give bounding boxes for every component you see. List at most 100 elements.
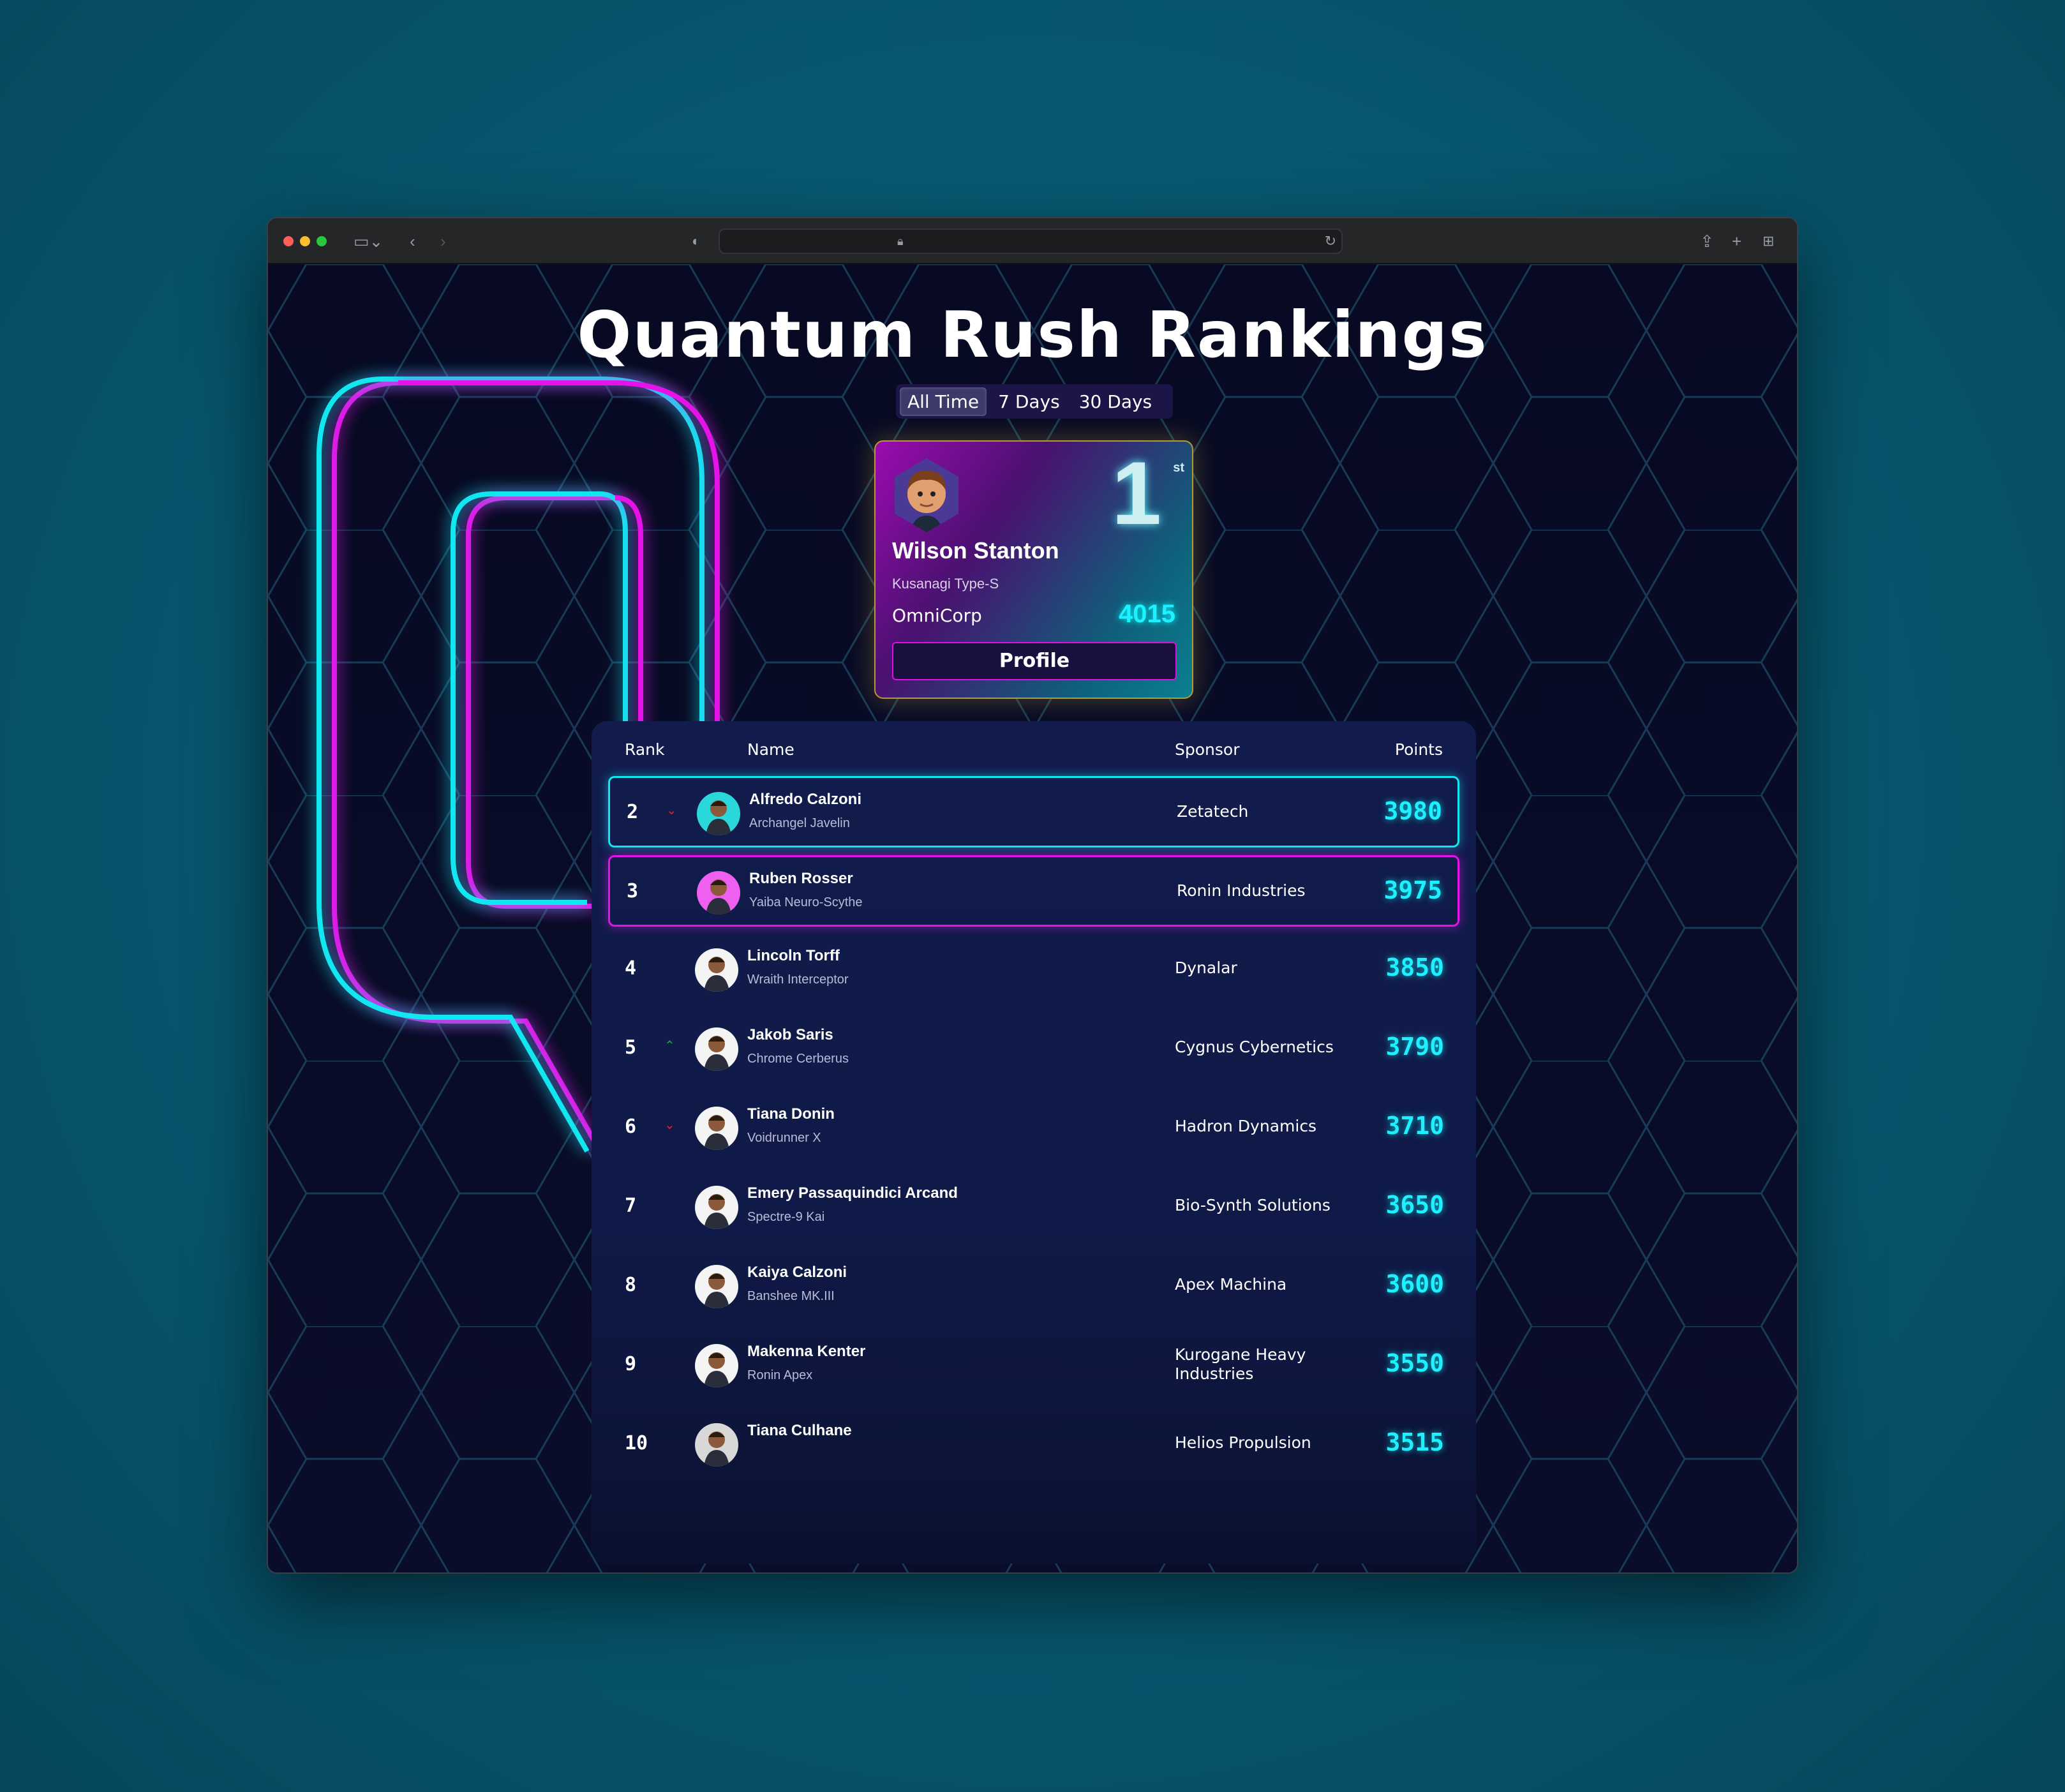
sponsor-cell: Ronin Industries bbox=[1177, 881, 1306, 900]
sponsor-cell: Cygnus Cybernetics bbox=[1175, 1038, 1334, 1056]
page-title: Quantum Rush Rankings bbox=[577, 297, 1488, 372]
tab-30-days[interactable]: 30 Days bbox=[1078, 391, 1152, 412]
player-name[interactable]: Tiana Donin bbox=[747, 1105, 835, 1123]
leader-points: 4015 bbox=[1119, 600, 1175, 628]
header-sponsor: Sponsor bbox=[1175, 740, 1240, 759]
avatar bbox=[695, 1265, 738, 1308]
rank-cell: 10 bbox=[625, 1432, 648, 1454]
points-cell: 3550 bbox=[1385, 1349, 1444, 1377]
points-cell: 3790 bbox=[1385, 1033, 1444, 1061]
points-cell: 3600 bbox=[1385, 1270, 1444, 1298]
header-name: Name bbox=[747, 740, 794, 759]
avatar bbox=[695, 1344, 738, 1387]
tab-overview-icon[interactable]: ⊞ bbox=[1763, 233, 1775, 249]
rank-up-icon: ⌃ bbox=[664, 1039, 675, 1053]
player-mech: Chrome Cerberus bbox=[747, 1052, 849, 1066]
leader-card: 1 st Wilson Stanton Kusanagi Type-S Omni… bbox=[874, 440, 1193, 699]
new-tab-icon[interactable]: + bbox=[1732, 232, 1742, 251]
rankings-table: Rank Name Sponsor Points 2⌄Alfredo Calzo… bbox=[592, 721, 1476, 1564]
back-icon[interactable]: ‹ bbox=[410, 232, 415, 251]
avatar bbox=[697, 792, 740, 835]
player-name[interactable]: Alfredo Calzoni bbox=[749, 791, 862, 808]
sponsor-cell: Helios Propulsion bbox=[1175, 1433, 1311, 1452]
shield-icon[interactable]: ◐ bbox=[692, 233, 701, 249]
player-mech: Yaiba Neuro-Scythe bbox=[749, 895, 863, 909]
time-range-tabs: All Time 7 Days 30 Days bbox=[896, 384, 1173, 419]
sponsor-cell: Zetatech bbox=[1177, 802, 1249, 821]
rank-cell: 6 bbox=[625, 1116, 637, 1138]
header-rank: Rank bbox=[625, 740, 665, 759]
sponsor-cell: Apex Machina bbox=[1175, 1275, 1287, 1294]
rank-cell: 7 bbox=[625, 1195, 637, 1217]
address-bar[interactable]: 🔒︎ ↻ bbox=[719, 228, 1343, 254]
share-icon[interactable]: ⇪ bbox=[1700, 232, 1714, 251]
player-name[interactable]: Jakob Saris bbox=[747, 1026, 833, 1043]
rank-cell: 2 bbox=[627, 801, 639, 823]
leader-name: Wilson Stanton bbox=[892, 537, 1059, 564]
tab-7-days[interactable]: 7 Days bbox=[998, 391, 1060, 412]
avatar bbox=[695, 1186, 738, 1229]
leader-sponsor: OmniCorp bbox=[892, 605, 982, 626]
avatar bbox=[695, 1423, 738, 1467]
sponsor-cell: Bio-Synth Solutions bbox=[1175, 1196, 1331, 1214]
avatar bbox=[695, 1107, 738, 1150]
forward-icon[interactable]: › bbox=[440, 232, 446, 251]
player-mech: Banshee MK.III bbox=[747, 1289, 835, 1303]
sponsor-cell: Hadron Dynamics bbox=[1175, 1117, 1317, 1135]
avatar bbox=[895, 458, 958, 532]
sidebar-icon[interactable]: ▭⌄ bbox=[354, 232, 384, 251]
rank-suffix: st bbox=[1173, 461, 1184, 475]
rank-cell: 9 bbox=[625, 1353, 637, 1375]
player-mech: Spectre-9 Kai bbox=[747, 1210, 825, 1224]
points-cell: 3975 bbox=[1383, 876, 1442, 904]
lock-icon: 🔒︎ bbox=[897, 235, 904, 248]
player-mech: Wraith Interceptor bbox=[747, 973, 849, 987]
points-cell: 3850 bbox=[1385, 953, 1444, 982]
player-name[interactable]: Lincoln Torff bbox=[747, 947, 840, 964]
player-name[interactable]: Makenna Kenter bbox=[747, 1343, 866, 1360]
points-cell: 3980 bbox=[1383, 797, 1442, 825]
tab-all-time[interactable]: All Time bbox=[900, 387, 987, 416]
player-mech: Ronin Apex bbox=[747, 1368, 813, 1382]
player-name[interactable]: Tiana Culhane bbox=[747, 1422, 852, 1439]
browser-window: ▭⌄ ‹ › ◐ 🔒︎ ↻ ⇪ + ⊞ Quantum Rus bbox=[267, 217, 1798, 1574]
points-cell: 3710 bbox=[1385, 1112, 1444, 1140]
rank-number: 1 bbox=[1112, 443, 1161, 543]
player-mech: Voidrunner X bbox=[747, 1131, 821, 1145]
rank-cell: 3 bbox=[627, 880, 639, 902]
maximize-window-button[interactable] bbox=[317, 236, 327, 246]
player-name[interactable]: Kaiya Calzoni bbox=[747, 1264, 847, 1281]
avatar bbox=[695, 1027, 738, 1071]
profile-button[interactable]: Profile bbox=[892, 642, 1177, 680]
rank-cell: 4 bbox=[625, 957, 637, 980]
player-name[interactable]: Ruben Rosser bbox=[749, 870, 853, 887]
rank-cell: 5 bbox=[625, 1036, 637, 1059]
points-cell: 3650 bbox=[1385, 1191, 1444, 1219]
avatar bbox=[697, 871, 740, 915]
avatar bbox=[695, 948, 738, 992]
rank-cell: 8 bbox=[625, 1274, 637, 1296]
reload-icon[interactable]: ↻ bbox=[1324, 233, 1336, 249]
minimize-window-button[interactable] bbox=[300, 236, 310, 246]
sponsor-cell: Kurogane Heavy Industries bbox=[1175, 1345, 1306, 1383]
player-name[interactable]: Emery Passaquindici Arcand bbox=[747, 1184, 958, 1202]
leader-mech: Kusanagi Type-S bbox=[892, 576, 999, 592]
close-window-button[interactable] bbox=[283, 236, 294, 246]
points-cell: 3515 bbox=[1385, 1428, 1444, 1456]
rank-down-icon: ⌄ bbox=[666, 803, 677, 818]
page-content: Quantum Rush Rankings All Time 7 Days 30… bbox=[268, 264, 1797, 1572]
browser-toolbar: ▭⌄ ‹ › ◐ 🔒︎ ↻ ⇪ + ⊞ bbox=[268, 218, 1797, 264]
sponsor-cell: Dynalar bbox=[1175, 959, 1237, 977]
player-mech: Archangel Javelin bbox=[749, 816, 850, 830]
rank-down-icon: ⌄ bbox=[664, 1118, 675, 1132]
neon-q-logo bbox=[317, 377, 720, 1156]
